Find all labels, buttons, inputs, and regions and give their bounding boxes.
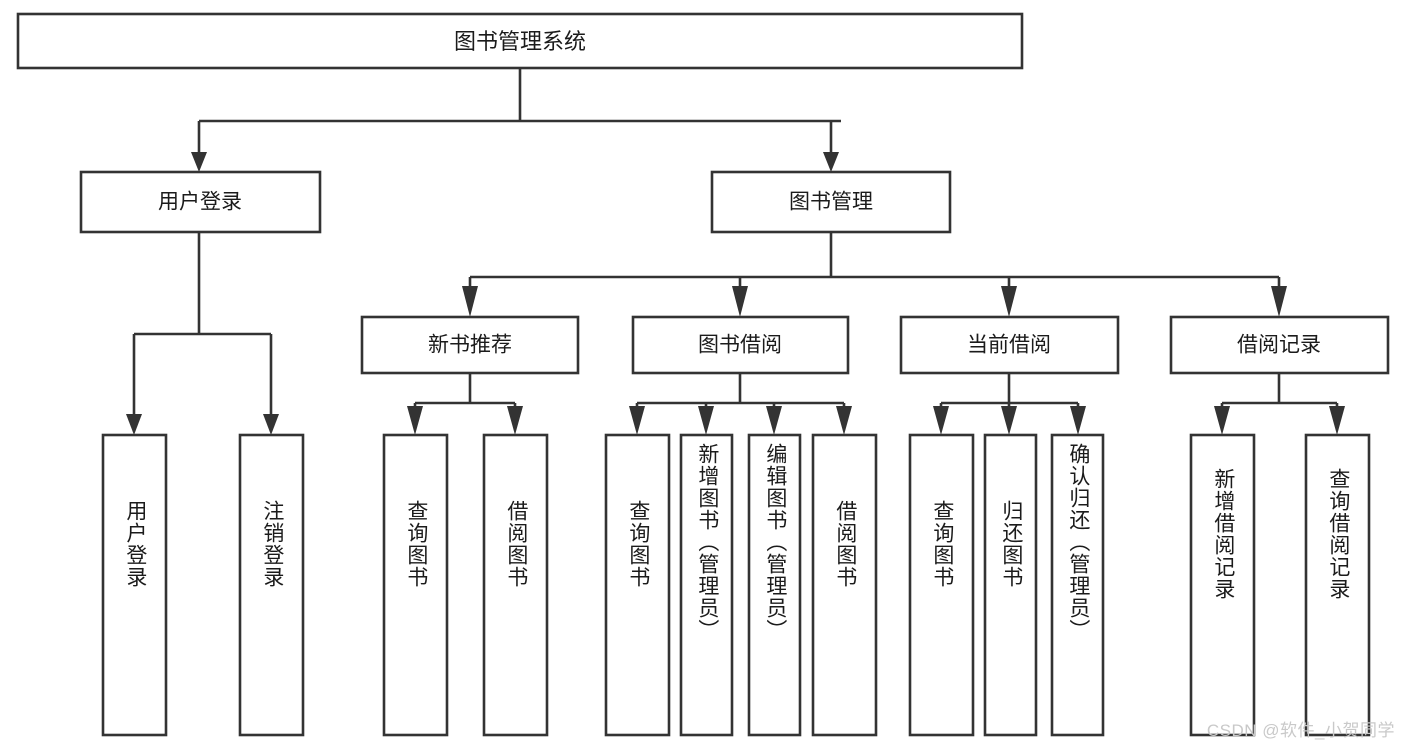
arrowhead-leaf-logout: [263, 414, 279, 435]
arrowhead-new-book-recommend: [462, 286, 478, 317]
node-leaf-query-book-1[interactable]: [382, 433, 449, 737]
arrowhead-book-management: [823, 152, 839, 172]
arrowhead-leaf-add-book: [698, 406, 714, 435]
node-leaf-query-book-2[interactable]: [604, 433, 671, 737]
arrowhead-leaf-user-login: [126, 414, 142, 435]
node-current-borrow[interactable]: [899, 315, 1120, 375]
node-borrow-record[interactable]: [1169, 315, 1390, 375]
node-new-book-recommend-label: 新书推荐: [428, 334, 512, 357]
node-current-borrow-label: 当前借阅: [967, 334, 1051, 357]
node-user-login-label: 用户登录: [158, 191, 242, 214]
node-leaf-add-record[interactable]: [1189, 433, 1256, 737]
connector-layer: [126, 68, 1345, 435]
arrowhead-leaf-query-book-1: [407, 406, 423, 435]
node-leaf-borrow-book-2[interactable]: [811, 433, 878, 737]
node-book-management-label: 图书管理: [789, 191, 873, 214]
arrowhead-leaf-borrow-book-2: [836, 406, 852, 435]
arrowhead-leaf-return-book: [1001, 406, 1017, 435]
arrowhead-leaf-edit-book: [766, 406, 782, 435]
arrowhead-leaf-add-record: [1214, 406, 1230, 435]
arrowhead-leaf-confirm-return: [1070, 406, 1086, 435]
csdn-watermark: CSDN @软件_小贺同学: [1206, 721, 1395, 740]
arrowhead-book-borrow: [732, 286, 748, 317]
node-leaf-add-book[interactable]: [679, 433, 734, 737]
arrowhead-leaf-borrow-book-1: [507, 406, 523, 435]
node-book-borrow[interactable]: [631, 315, 850, 375]
node-root-label: 图书管理系统: [454, 29, 586, 54]
arrowhead-user-login: [191, 152, 207, 172]
node-leaf-confirm-return[interactable]: [1050, 433, 1105, 737]
node-leaf-return-book[interactable]: [983, 433, 1038, 737]
node-user-login[interactable]: [79, 170, 322, 234]
node-leaf-edit-book[interactable]: [747, 433, 802, 737]
node-leaf-borrow-book-1[interactable]: [482, 433, 549, 737]
arrowhead-current-borrow: [1001, 286, 1017, 317]
node-borrow-record-label: 借阅记录: [1237, 334, 1321, 357]
node-root[interactable]: [16, 12, 1024, 70]
node-book-borrow-label: 图书借阅: [698, 334, 782, 357]
arrowhead-leaf-query-record: [1329, 406, 1345, 435]
node-new-book-recommend[interactable]: [360, 315, 580, 375]
node-leaf-user-login[interactable]: [101, 433, 168, 737]
arrowhead-borrow-record: [1271, 286, 1287, 317]
node-book-management[interactable]: [710, 170, 952, 234]
node-leaf-query-record[interactable]: [1304, 433, 1371, 737]
node-leaf-logout[interactable]: [238, 433, 305, 737]
arrowhead-leaf-query-book-2: [629, 406, 645, 435]
node-leaf-query-book-3[interactable]: [908, 433, 975, 737]
arrowhead-leaf-query-book-3: [933, 406, 949, 435]
node-layer: 图书管理系统 用户登录 图书管理 新书推荐 图书借阅 当前借阅 借阅记录: [16, 12, 1390, 737]
